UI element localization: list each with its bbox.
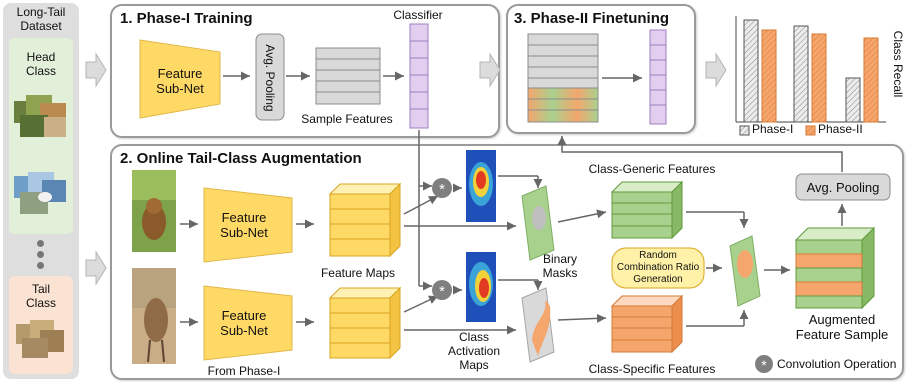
online-title: 2. Online Tail-Class Augmentation <box>120 150 362 167</box>
phase1-classifier <box>409 23 429 129</box>
phase1-feature-subnet <box>139 39 221 119</box>
cam-label-line1: Class <box>458 330 490 344</box>
phase1-subnet-label-line1: Feature <box>157 66 203 81</box>
ellipsis-dots <box>37 240 45 270</box>
feature-maps-head <box>328 182 402 258</box>
head-class-label-line1: Head <box>26 50 56 64</box>
class-generic-features <box>610 180 684 240</box>
online-feature-subnet-1 <box>203 187 293 263</box>
dataset-title-line2: Dataset <box>20 19 62 33</box>
online-feature-subnet-2 <box>203 285 293 361</box>
random-ratio-label-line2: Combination Ratio <box>616 262 700 273</box>
recall-bar-phase2-tail <box>863 37 879 123</box>
combined-mask <box>729 235 761 307</box>
class-specific-label: Class-Specific Features <box>588 362 716 376</box>
online-avg-pooling-box <box>795 173 891 201</box>
recall-bar-phase1-head1 <box>743 19 759 123</box>
conv-op-head: * <box>432 178 452 198</box>
augmented-feature-stack <box>794 226 876 310</box>
legend-label-phase1: Phase-I <box>752 122 794 136</box>
flow-arrow-to-online <box>85 250 107 286</box>
binary-mask-head <box>521 185 555 261</box>
online-subnet1-label-line2: Sub-Net <box>220 225 268 240</box>
svg-text:*: * <box>439 283 445 300</box>
class-recall-chart <box>735 16 886 136</box>
flow-arrow-to-phase2 <box>479 52 501 88</box>
conv-op-tail: * <box>432 280 452 300</box>
class-generic-label: Class-Generic Features <box>588 162 716 176</box>
svg-text:*: * <box>761 357 767 373</box>
phase1-subnet-label-line2: Sub-Net <box>156 81 204 96</box>
dataset-title-line1: Long-Tail <box>16 5 66 19</box>
conv-legend-icon: * <box>755 355 773 373</box>
flow-arrow-to-chart <box>705 52 727 88</box>
recall-chart-ylabel: Class Recall <box>891 30 905 98</box>
online-subnet1-label-line1: Feature <box>221 210 267 225</box>
from-phase1-label: From Phase-I <box>207 364 281 378</box>
binary-masks-label-line2: Masks <box>542 266 578 280</box>
random-ratio-box <box>611 247 705 289</box>
conv-legend-label: Convolution Operation <box>777 357 897 371</box>
phase1-pooling-label: Avg. Pooling <box>263 44 277 112</box>
legend-swatch-phase2 <box>805 125 816 136</box>
tail-image-stack <box>16 320 66 360</box>
head-class-label-line2: Class <box>25 64 57 78</box>
legend-label-phase2: Phase-II <box>818 122 863 136</box>
online-avg-pooling-label: Avg. Pooling <box>806 180 880 195</box>
augmented-label-line1: Augmented <box>808 312 876 327</box>
input-image-head <box>132 170 176 252</box>
recall-bar-phase1-tail <box>845 77 861 123</box>
binary-masks-label-line1: Binary <box>542 252 578 266</box>
class-specific-features <box>610 294 684 354</box>
phase2-features <box>527 33 599 123</box>
recall-bar-phase2-head1 <box>761 29 777 123</box>
legend-swatch-phase1 <box>739 125 750 136</box>
online-subnet2-label-line2: Sub-Net <box>220 323 268 338</box>
augmented-label-line2: Feature Sample <box>795 327 889 342</box>
cam-heatmap-head <box>466 150 496 222</box>
feature-maps-label: Feature Maps <box>320 266 396 280</box>
phase1-title: 1. Phase-I Training <box>120 10 253 27</box>
recall-bar-phase2-head2 <box>811 33 827 123</box>
flow-arrow-to-phase1 <box>85 52 107 88</box>
random-ratio-label-line1: Random <box>639 250 677 261</box>
svg-text:*: * <box>439 181 445 198</box>
online-subnet2-label-line1: Feature <box>221 308 267 323</box>
cam-label-line2: Activation <box>447 344 501 358</box>
recall-bar-phase1-head2 <box>793 25 809 123</box>
phase2-title: 3. Phase-II Finetuning <box>514 10 670 27</box>
cam-heatmap-tail <box>466 252 496 322</box>
tail-class-label-line2: Class <box>25 296 57 310</box>
phase1-avg-pooling <box>255 33 285 121</box>
input-image-tail <box>132 268 176 364</box>
phase2-classifier <box>649 29 667 125</box>
phase1-classifier-label: Classifier <box>393 8 443 22</box>
binary-mask-tail <box>521 287 555 363</box>
phase1-sample-features-label: Sample Features <box>301 112 393 126</box>
cam-label-line3: Maps <box>459 358 489 372</box>
random-ratio-label-line3: Generation <box>633 274 683 285</box>
head-image-stack-1 <box>14 95 68 139</box>
head-image-stack-2 <box>14 172 68 216</box>
phase1-sample-features <box>315 47 381 105</box>
tail-class-label-line1: Tail <box>31 282 51 296</box>
feature-maps-tail <box>328 286 402 360</box>
